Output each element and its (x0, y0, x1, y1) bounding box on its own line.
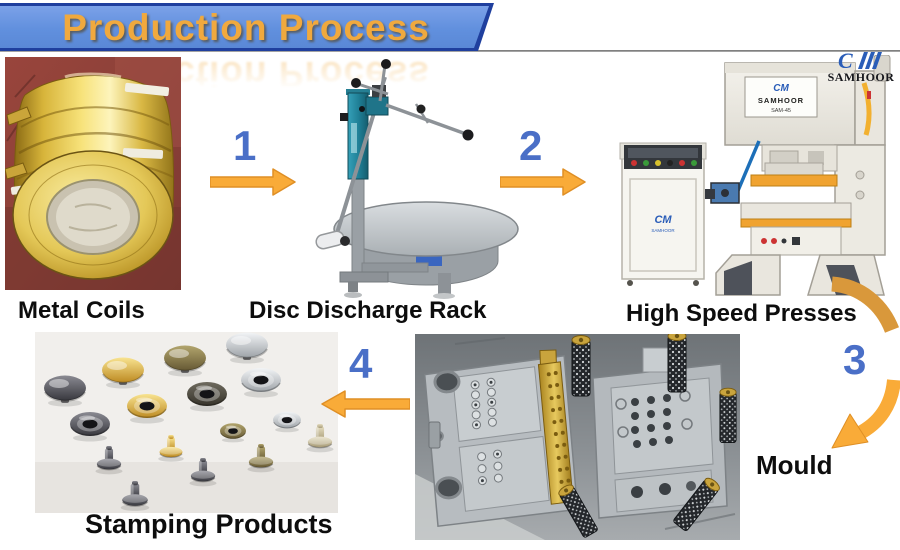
cabinet-logo-text: SAMHOOR (651, 228, 675, 233)
arrow-left-icon (321, 390, 411, 418)
flow-number-3: 3 (843, 336, 867, 383)
guide-post (719, 387, 737, 444)
guide-post (667, 334, 687, 393)
arrow-right-icon (209, 168, 296, 196)
arrow-curved-down-left-icon (831, 276, 900, 449)
photo-high-speed-press: CM SAMHOOR CM SAMHOOR SAM-45 (612, 55, 900, 297)
metal-coil-illustration (5, 57, 181, 290)
label-high-speed-presses: High Speed Presses (626, 300, 857, 327)
disc-rack-illustration (315, 59, 519, 299)
guide-post (571, 335, 591, 397)
flow-arrow-2 (499, 167, 586, 202)
svg-text:C: C (838, 50, 853, 72)
samhoor-logo-text: SAMHOOR (827, 70, 895, 84)
cabinet-logo-mark: CM (654, 214, 672, 226)
flow-number-1: 1 (233, 122, 257, 169)
press-machine: CM SAMHOOR SAM-45 (705, 55, 891, 296)
photo-metal-coils (5, 57, 181, 290)
label-mould: Mould (756, 450, 833, 480)
flow-arrow-4 (320, 389, 411, 424)
arrow-right-icon (499, 168, 586, 196)
samhoor-logo: C SAMHOOR (824, 50, 898, 85)
label-metal-coils: Metal Coils (18, 297, 145, 324)
flow-arrow-3 (830, 276, 900, 463)
flow-number-2: 2 (519, 122, 543, 169)
stamping-products-illustration (35, 332, 338, 513)
divider-line (0, 50, 900, 52)
label-stamping-products: Stamping Products (85, 509, 333, 539)
mould-right-plate (592, 347, 728, 519)
label-disc-discharge-rack: Disc Discharge Rack (249, 297, 487, 324)
press-illustration: CM SAMHOOR CM SAMHOOR SAM-45 (619, 55, 891, 296)
samhoor-logo-mark-icon: C (838, 50, 882, 72)
control-cabinet: CM SAMHOOR (619, 142, 707, 286)
photo-disc-discharge-rack (288, 57, 520, 299)
flow-arrow-1 (209, 167, 296, 202)
flow-number-4: 4 (349, 340, 373, 387)
photo-mould (415, 334, 740, 540)
press-brand-name: SAMHOOR (758, 96, 804, 105)
mould-left-plate (423, 349, 579, 528)
press-model: SAM-45 (771, 108, 791, 114)
press-logo-mark: CM (773, 83, 789, 94)
title-banner (0, 6, 489, 48)
photo-stamping-products (35, 332, 338, 513)
mould-illustration (415, 334, 740, 540)
page-title: Production Process (62, 7, 430, 48)
